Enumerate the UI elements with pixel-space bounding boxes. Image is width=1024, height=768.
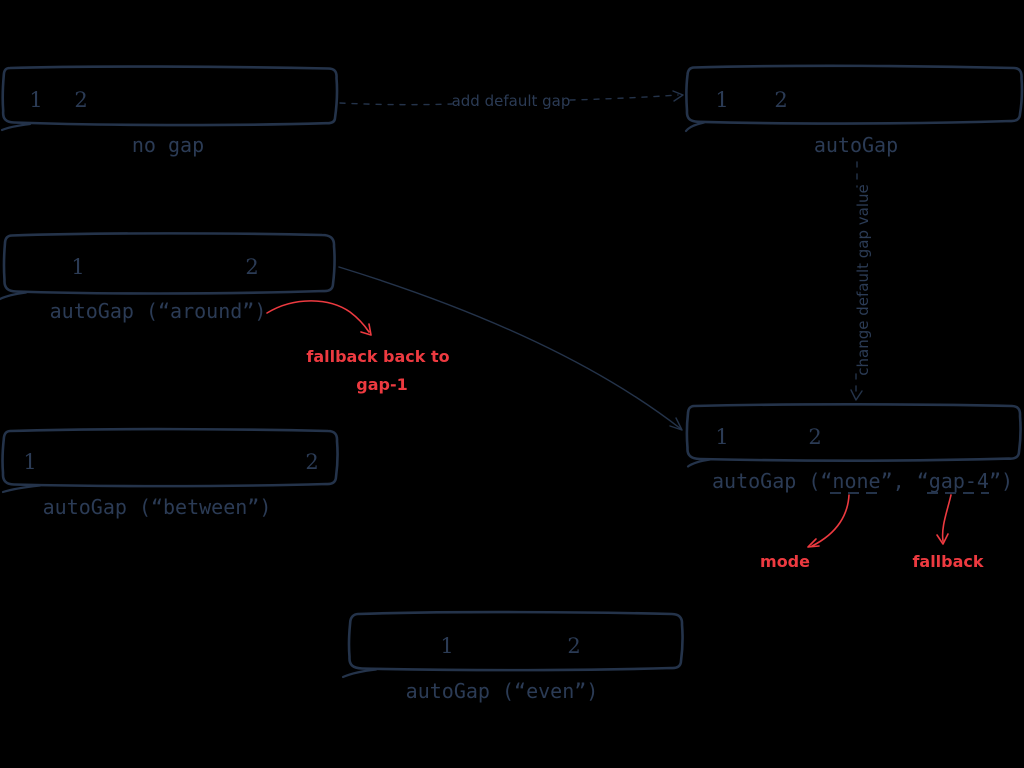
box-no-gap-item-2: 2 [74, 88, 87, 112]
box-autogap-between-item-1: 1 [23, 450, 36, 474]
box-autogap-default-pen-tail [684, 121, 706, 133]
arrow-change-default-gap: change default gap value [850, 161, 872, 401]
box-autogap-between-outline [1, 427, 339, 488]
box-autogap-even-outline [347, 610, 684, 672]
box-autogap-around-label: autoGap (“around”) [50, 299, 267, 323]
box-autogap-even: 1 2 autoGap (“even”) [341, 610, 684, 703]
box-autogap-around-outline [2, 232, 336, 295]
box-no-gap: 1 2 no gap [0, 65, 339, 157]
annotation-mode: mode [760, 494, 850, 571]
box-autogap-between-label: autoGap (“between”) [43, 495, 272, 519]
arrow-change-default-gap-label: change default gap value [854, 184, 872, 376]
box-no-gap-item-1: 1 [29, 88, 42, 112]
arrow-around-to-none [338, 266, 683, 431]
box-autogap-none-gap4: 1 2 autoGap (“none”, “gap-4”) [685, 403, 1022, 494]
box-no-gap-outline [1, 65, 339, 127]
label-part-prefix: autoGap (“ [712, 469, 832, 493]
box-autogap-around-item-1: 1 [71, 255, 84, 279]
annotation-fallback-note-line2: gap-1 [356, 375, 407, 394]
annotation-fallback-note-arrowhead [360, 323, 372, 336]
annotation-fallback-note-arrow [266, 300, 370, 333]
label-part-suffix: ”) [989, 469, 1013, 493]
arrow-add-default-gap: add default gap [339, 90, 684, 110]
box-autogap-default-outline [685, 64, 1024, 125]
arrow-around-to-none-line [338, 266, 682, 430]
box-autogap-even-pen-tail [341, 668, 378, 679]
arrow-add-default-gap-label: add default gap [452, 92, 571, 110]
arrow-around-to-none-head [669, 417, 683, 431]
box-autogap-between-item-2: 2 [305, 450, 318, 474]
annotation-fallback-label: fallback [912, 552, 983, 571]
box-autogap-between: 1 2 autoGap (“between”) [1, 427, 339, 519]
annotation-fallback-arrowhead [936, 533, 949, 545]
label-part-mode: none [832, 469, 880, 493]
box-autogap-around: 1 2 autoGap (“around”) [0, 232, 336, 323]
box-autogap-default-item-2: 2 [774, 88, 787, 112]
box-autogap-none-gap4-label: autoGap (“none”, “gap-4”) [712, 469, 1013, 493]
box-autogap-none-gap4-pen-tail [686, 458, 712, 468]
box-autogap-even-item-2: 2 [567, 634, 580, 658]
annotation-fallback: fallback [912, 494, 984, 571]
box-no-gap-pen-tail [0, 122, 32, 132]
box-autogap-even-item-1: 1 [440, 634, 453, 658]
box-autogap-default: 1 2 autoGap [684, 64, 1024, 157]
box-autogap-none-gap4-item-2: 2 [808, 425, 821, 449]
annotation-mode-arrowhead [807, 538, 820, 548]
arrow-change-default-gap-head [850, 389, 863, 401]
arrow-add-default-gap-line-left [339, 102, 453, 106]
annotation-mode-label: mode [760, 552, 810, 571]
box-autogap-none-gap4-item-1: 1 [715, 425, 728, 449]
label-part-mid: ”, “ [881, 469, 929, 493]
box-autogap-even-label: autoGap (“even”) [406, 679, 599, 703]
arrow-add-default-gap-line-right [569, 94, 679, 101]
annotation-fallback-note: fallback back to gap-1 [266, 300, 450, 394]
label-part-fallback: gap-4 [929, 469, 989, 493]
box-autogap-around-pen-tail [0, 291, 28, 301]
box-autogap-between-pen-tail [1, 484, 42, 494]
box-autogap-default-label: autoGap [814, 133, 898, 157]
annotation-fallback-note-line1: fallback back to [306, 347, 449, 366]
box-no-gap-label: no gap [132, 133, 204, 157]
annotation-mode-arrow [811, 494, 850, 547]
box-autogap-none-gap4-outline [685, 403, 1022, 462]
annotation-fallback-arrow [941, 494, 952, 542]
box-autogap-around-item-2: 2 [245, 255, 258, 279]
box-autogap-default-item-1: 1 [715, 88, 728, 112]
arrow-add-default-gap-head [672, 90, 684, 102]
